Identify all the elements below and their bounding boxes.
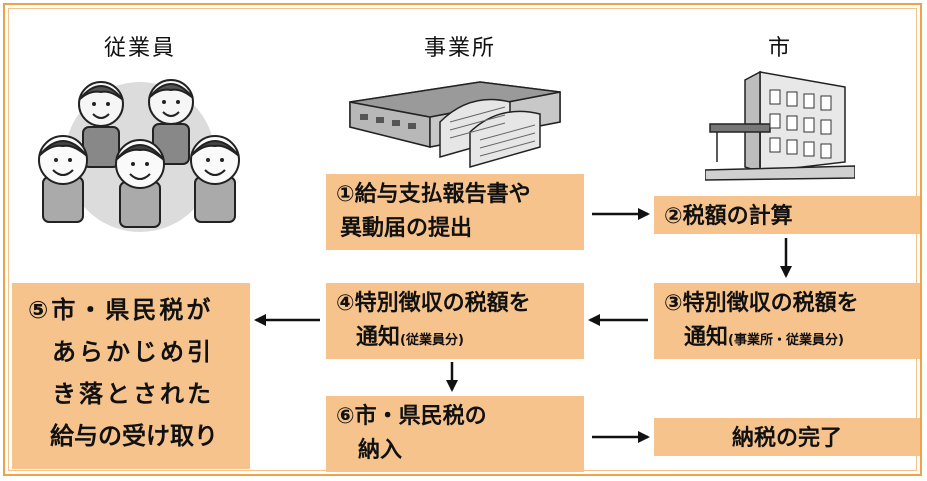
step3-line2: 通知 [684,325,729,350]
step5-line1: ⑤市・県民税が [28,296,214,324]
step5-line3: き落とされた [52,380,214,408]
step6-line2: 納入 [358,438,403,463]
step3-line1: ③特別徴収の税額を [664,291,859,316]
step4-note: (従業員分) [400,333,464,348]
step3-line2-wrap: 通知(事業所・従業員分) [664,321,910,358]
employee-column-title: 従業員 [103,36,176,61]
step4-line1: ④特別徴収の税額を [336,291,531,316]
step6-line1: ⑥市・県民税の [336,404,487,429]
step1-box: ①給与支払報告書や 異動届の提出 [326,174,584,250]
step5-line2: あらかじめ引 [52,338,214,366]
step6-box: ⑥市・県民税の 納入 [326,396,584,472]
office-building-icon [349,81,561,168]
step4-box: ④特別徴収の税額を 通知(従業員分) [326,283,584,359]
city-hall-icon [705,70,855,181]
step2-line1: ②税額の計算 [664,204,793,229]
step7-line1: 納税の完了 [731,426,842,451]
step3-note: (事業所・従業員分) [728,333,844,348]
step3-box: ③特別徴収の税額を 通知(事業所・従業員分) [654,283,920,359]
diagram-frame [3,3,922,476]
step4-line2-wrap: 通知(従業員分) [336,321,574,358]
step4-line2: 通知 [356,325,401,350]
office-column-title: 事業所 [423,36,496,61]
city-column-title: 市 [767,36,792,61]
step1-line2: 異動届の提出 [340,216,473,241]
step1-line1: ①給与支払報告書や [336,182,531,207]
step2-box: ②税額の計算 [654,196,920,234]
step5-line4: 給与の受け取り [50,422,218,450]
step5-box: ⑤市・県民税が あらかじめ引 き落とされた 給与の受け取り [12,283,250,469]
step7-box: 納税の完了 [654,418,920,456]
employees-icon [38,79,240,232]
